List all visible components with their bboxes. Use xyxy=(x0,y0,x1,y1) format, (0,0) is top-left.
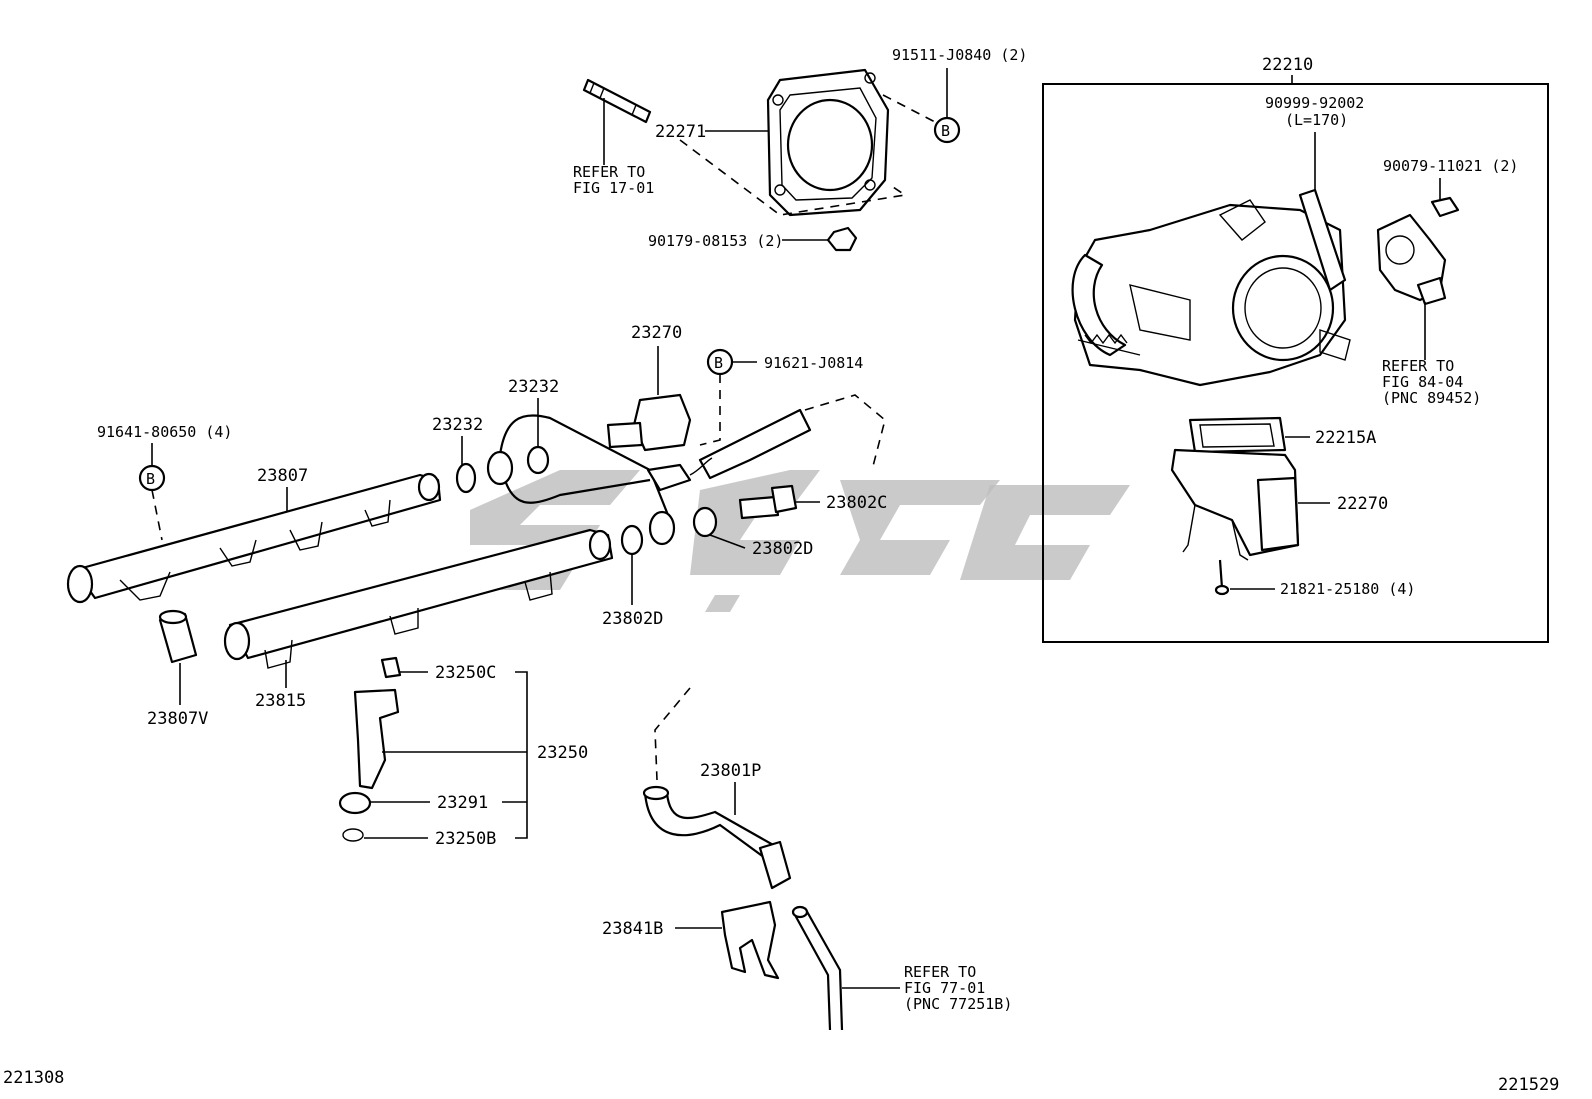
marker-b-left-letter: B xyxy=(146,470,155,488)
throttle-body-drawing xyxy=(1071,188,1351,387)
diagram-code-right: 221529 xyxy=(1498,1075,1559,1095)
injector-drawing xyxy=(338,656,402,842)
insulator-23807v-drawing xyxy=(158,609,198,664)
reference-fig-77-01-line2: FIG 77-01 xyxy=(904,979,985,997)
part-label-22210: 22210 xyxy=(1262,55,1313,75)
stud-bolt-drawing xyxy=(582,78,652,124)
part-label-23802d-bottom: 23802D xyxy=(602,609,663,629)
reference-fig-77-01-line3: (PNC 77251B) xyxy=(904,995,1012,1013)
union-bolt-drawing xyxy=(738,484,798,520)
small-bolt-drawing xyxy=(826,226,858,252)
part-label-23802d-right: 23802D xyxy=(752,539,813,559)
marker-b-top-letter: B xyxy=(941,122,950,140)
part-label-23250: 23250 xyxy=(537,743,588,763)
reference-fig-17-01-line2: FIG 17-01 xyxy=(573,179,654,197)
part-label-23232-left: 23232 xyxy=(432,415,483,435)
reference-fig-84-04-line3: (PNC 89452) xyxy=(1382,389,1481,407)
part-label-23807v: 23807V xyxy=(147,709,208,729)
iac-gasket-drawing xyxy=(1188,416,1287,454)
pressure-regulator-drawing xyxy=(606,393,692,452)
reference-fig-17-01-line1: REFER TO xyxy=(573,163,645,181)
clip-23841b-drawing xyxy=(720,900,780,980)
part-label-22270: 22270 xyxy=(1337,494,1388,514)
part-label-90999: 90999-92002 xyxy=(1265,94,1364,112)
throttle-sensor-drawing xyxy=(1376,196,1460,306)
part-label-23841b: 23841B xyxy=(602,919,663,939)
part-label-90079: 90079-11021 (2) xyxy=(1383,157,1518,175)
part-label-23815: 23815 xyxy=(255,691,306,711)
part-label-91621: 91621-J0814 xyxy=(764,354,863,372)
delivery-pipe-right-drawing xyxy=(223,528,614,669)
part-label-23232-right: 23232 xyxy=(508,377,559,397)
part-label-23270: 23270 xyxy=(631,323,682,343)
part-label-22215a: 22215A xyxy=(1315,428,1376,448)
fuel-pipe-drawing xyxy=(455,408,812,546)
part-label-21821: 21821-25180 (4) xyxy=(1280,580,1415,598)
part-label-90179: 90179-08153 (2) xyxy=(648,232,783,250)
reference-fig-84-04-line2: FIG 84-04 xyxy=(1382,373,1463,391)
throttle-body-assembly-box xyxy=(1042,83,1549,643)
part-label-22271: 22271 xyxy=(655,122,706,142)
iac-valve-drawing xyxy=(1170,448,1300,561)
marker-b-middle-letter: B xyxy=(714,354,723,372)
screw-drawing xyxy=(1214,559,1230,596)
part-label-23291: 23291 xyxy=(437,793,488,813)
reference-fig-84-04-line1: REFER TO xyxy=(1382,357,1454,375)
part-label-23802c: 23802C xyxy=(826,493,887,513)
part-label-23250c: 23250C xyxy=(435,663,496,683)
delivery-pipe-left-drawing xyxy=(66,472,442,604)
washer-23802d-bottom xyxy=(620,524,644,556)
reference-fig-77-01-line1: REFER TO xyxy=(904,963,976,981)
part-label-91641: 91641-80650 (4) xyxy=(97,423,232,441)
part-label-23807: 23807 xyxy=(257,466,308,486)
part-label-23250b: 23250B xyxy=(435,829,496,849)
part-label-91511: 91511-J0840 (2) xyxy=(892,46,1027,64)
washer-23802d-right xyxy=(692,506,718,538)
fuel-hose-drawing xyxy=(642,785,792,890)
fuel-line-drawing xyxy=(791,905,844,1031)
part-label-23801p: 23801P xyxy=(700,761,761,781)
throttle-gasket-drawing xyxy=(766,68,890,217)
part-label-90999-length: (L=170) xyxy=(1285,111,1348,129)
diagram-code-left: 221308 xyxy=(3,1068,64,1088)
